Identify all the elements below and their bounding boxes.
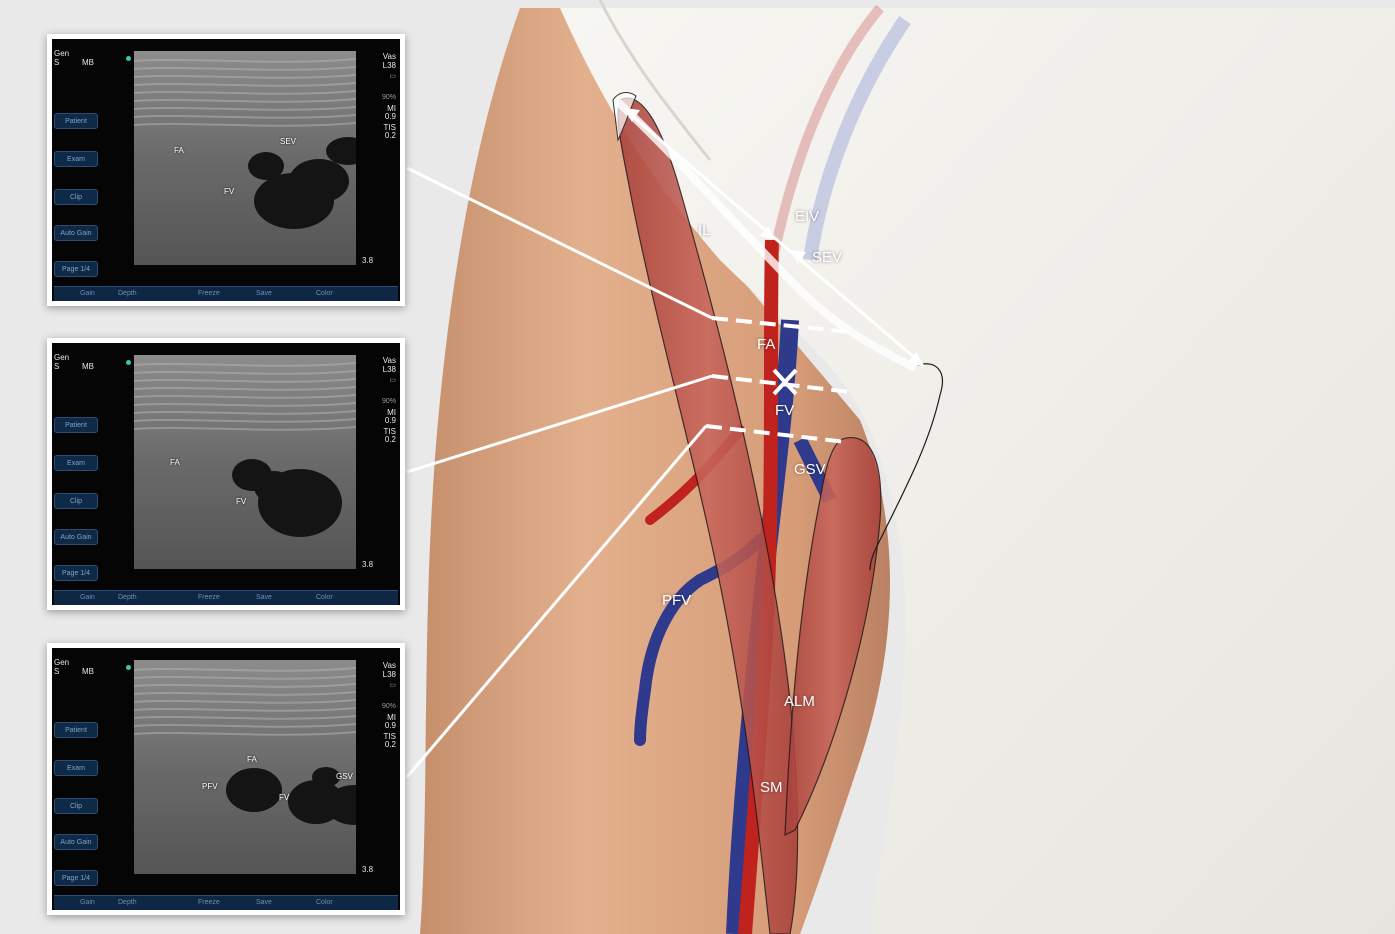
probe-text: L38 (383, 61, 396, 70)
save-button[interactable]: Save (256, 896, 272, 910)
depth-value: 3.8 (362, 560, 373, 569)
depth-value: 3.8 (362, 256, 373, 265)
us-label-fv: FV (224, 187, 234, 196)
mi-value: 0.9 (385, 112, 396, 121)
auto-gain-button[interactable]: Auto Gain (54, 225, 98, 241)
power-pct: 90% (382, 703, 396, 710)
freeze-button[interactable]: Freeze (198, 591, 220, 605)
tis-value: 0.2 (385, 740, 396, 749)
label-eiv: EIV (795, 208, 819, 225)
clip-button[interactable]: Clip (54, 798, 98, 814)
power-pct: 90% (382, 398, 396, 405)
page-1-4-button[interactable]: Page 1/4 (54, 870, 98, 886)
ultrasound-panel-1: GenSMBVasL38▭90%MI0.9TIS0.2FAFVSEVPatien… (47, 34, 405, 306)
label-fa: FA (757, 336, 775, 353)
bottom-toolbar: Gain Depth Freeze Save Color (54, 590, 398, 605)
patient-button[interactable]: Patient (54, 722, 98, 738)
label-gsv: GSV (794, 461, 826, 478)
auto-gain-button[interactable]: Auto Gain (54, 834, 98, 850)
gain-button[interactable]: Gain (80, 591, 95, 605)
vas-text: Vas (383, 661, 396, 670)
depth-button[interactable]: Depth (118, 896, 137, 910)
status-dot-icon (126, 360, 131, 365)
clip-button[interactable]: Clip (54, 493, 98, 509)
power-pct: 90% (382, 94, 396, 101)
freeze-button[interactable]: Freeze (198, 287, 220, 301)
tis-value: 0.2 (385, 435, 396, 444)
freeze-button[interactable]: Freeze (198, 896, 220, 910)
us-label-pfv: PFV (202, 782, 218, 791)
gain-button[interactable]: Gain (80, 896, 95, 910)
depth-value: 3.8 (362, 865, 373, 874)
ultrasound-image: FA FV PFV GSV (134, 660, 356, 874)
us-label-fv: FV (236, 497, 246, 506)
s-text: S (54, 58, 59, 67)
gen-text: Gen (54, 49, 69, 58)
exam-button[interactable]: Exam (54, 760, 98, 776)
vas-text: Vas (383, 52, 396, 61)
page-1-4-button[interactable]: Page 1/4 (54, 261, 98, 277)
gain-button[interactable]: Gain (80, 287, 95, 301)
bottom-toolbar: Gain Depth Freeze Save Color (54, 286, 398, 301)
us-label-fv: FV (279, 793, 289, 802)
label-fv: FV (775, 402, 794, 419)
save-button[interactable]: Save (256, 287, 272, 301)
label-pfv: PFV (662, 592, 691, 609)
label-il: IL (698, 222, 711, 239)
bottom-toolbar: Gain Depth Freeze Save Color (54, 895, 398, 910)
save-button[interactable]: Save (256, 591, 272, 605)
status-dot-icon (126, 665, 131, 670)
mb-text: MB (82, 667, 94, 676)
tis-value: 0.2 (385, 131, 396, 140)
patient-button[interactable]: Patient (54, 113, 98, 129)
battery-icon: ▭ (389, 681, 396, 689)
mi-value: 0.9 (385, 721, 396, 730)
patient-button[interactable]: Patient (54, 417, 98, 433)
exam-button[interactable]: Exam (54, 455, 98, 471)
gen-text: Gen (54, 353, 69, 362)
ultrasound-screen: GenSMBVasL38▭90%MI0.9TIS0.2FAFVPatientEx… (52, 343, 400, 605)
us-label-fa: FA (170, 458, 180, 467)
us-label-fa: FA (247, 755, 257, 764)
us-label-fa: FA (174, 146, 184, 155)
color-button[interactable]: Color (316, 591, 333, 605)
depth-button[interactable]: Depth (118, 287, 137, 301)
s-text: S (54, 667, 59, 676)
color-button[interactable]: Color (316, 896, 333, 910)
clip-button[interactable]: Clip (54, 189, 98, 205)
ultrasound-image: FA FV (134, 355, 356, 569)
probe-text: L38 (383, 670, 396, 679)
battery-icon: ▭ (389, 376, 396, 384)
color-button[interactable]: Color (316, 287, 333, 301)
mb-text: MB (82, 58, 94, 67)
auto-gain-button[interactable]: Auto Gain (54, 529, 98, 545)
mb-text: MB (82, 362, 94, 371)
label-sm: SM (760, 779, 783, 796)
page-1-4-button[interactable]: Page 1/4 (54, 565, 98, 581)
exam-button[interactable]: Exam (54, 151, 98, 167)
us-label-sev: SEV (280, 137, 296, 146)
mi-value: 0.9 (385, 416, 396, 425)
s-text: S (54, 362, 59, 371)
ultrasound-screen: GenSMBVasL38▭90%MI0.9TIS0.2FAFVPFVGSVPat… (52, 648, 400, 910)
label-sev: SEV (812, 249, 842, 266)
gen-text: Gen (54, 658, 69, 667)
status-dot-icon (126, 56, 131, 61)
us-label-gsv: GSV (336, 772, 353, 781)
battery-icon: ▭ (389, 72, 396, 80)
vas-text: Vas (383, 356, 396, 365)
probe-text: L38 (383, 365, 396, 374)
ultrasound-image: FA FV SEV (134, 51, 356, 265)
depth-button[interactable]: Depth (118, 591, 137, 605)
label-alm: ALM (784, 693, 815, 710)
